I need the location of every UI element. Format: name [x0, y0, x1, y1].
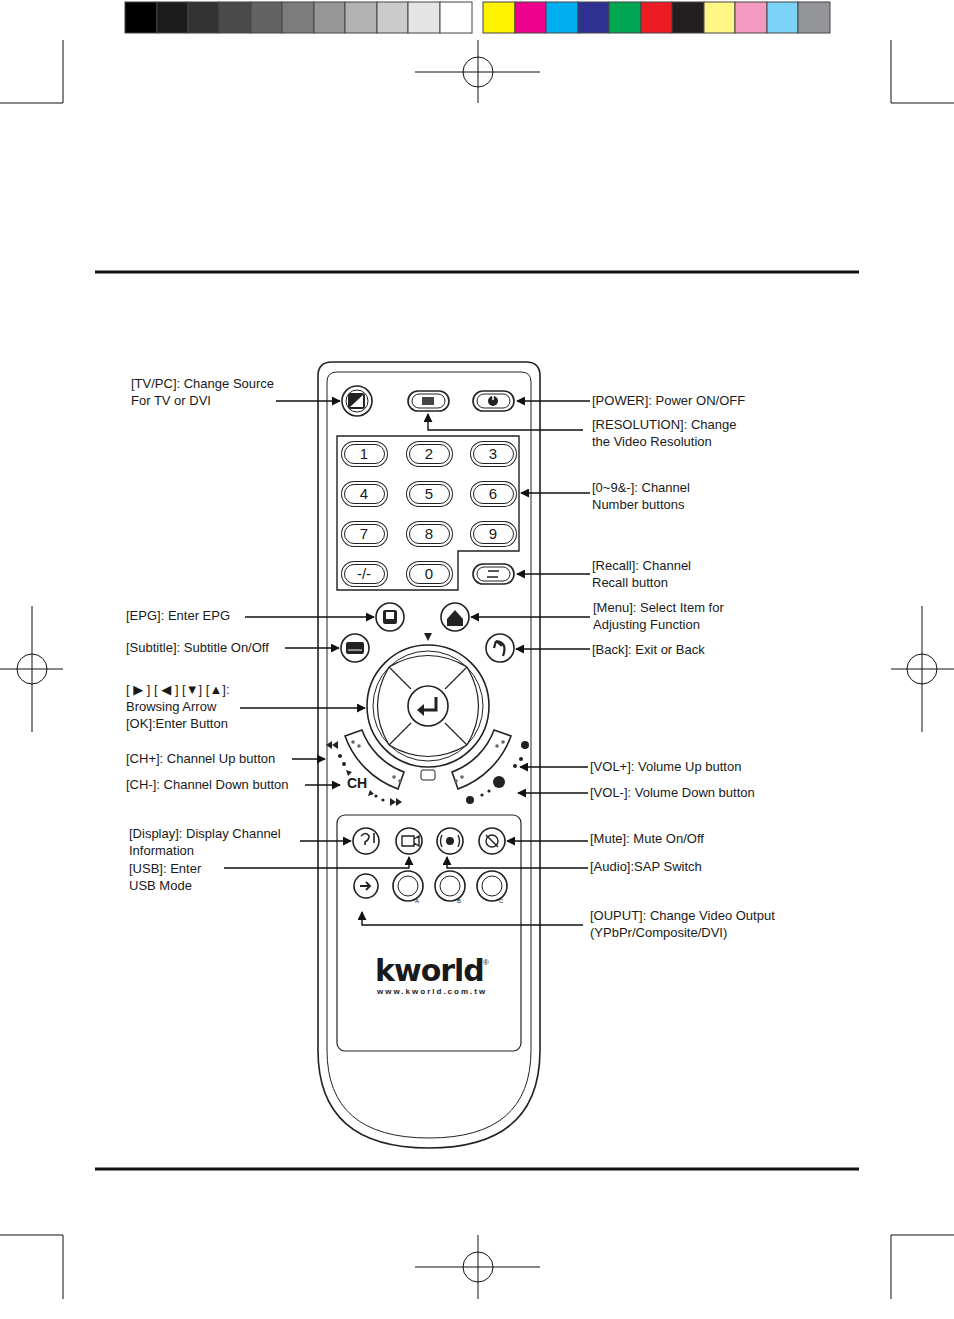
- jack-letter: C: [499, 897, 509, 905]
- number-button: 0: [409, 564, 450, 584]
- callout-label: [EPG]: Enter EPG: [126, 607, 256, 624]
- number-button: 7: [344, 524, 385, 544]
- jack-letter: B: [457, 897, 467, 905]
- leader-line: [224, 401, 590, 925]
- button-digit: 5: [425, 486, 433, 502]
- callout-label: [USB]: Enter USB Mode: [129, 860, 224, 894]
- button-digit: 1: [360, 446, 368, 462]
- callout-label: [Recall]: Channel Recall button: [592, 557, 714, 591]
- callout-label: [TV/PC]: Change Source For TV or DVI: [131, 375, 276, 409]
- callout-label: [VOL+]: Volume Up button: [590, 758, 790, 775]
- callout-label: [CH+]: Channel Up button: [126, 750, 301, 767]
- ch-mark: CH: [347, 774, 377, 792]
- callout-label: [Audio]:SAP Switch: [590, 858, 790, 875]
- number-button: 4: [344, 484, 385, 504]
- button-digit: 8: [425, 526, 433, 542]
- button-digit: 9: [489, 526, 497, 542]
- callout-label: [Menu]: Select Item for Adjusting Functi…: [593, 599, 751, 633]
- number-button: 1: [344, 444, 385, 464]
- number-button: 6: [473, 484, 514, 504]
- buttons: [337, 386, 519, 901]
- rule: [95, 272, 859, 1169]
- number-button: 5: [409, 484, 450, 504]
- callout-label: [CH-]: Channel Down button: [126, 776, 316, 793]
- button-digit: -/-: [357, 566, 371, 582]
- callout-label: [VOL-]: Volume Down button: [590, 784, 790, 801]
- number-button: 2: [409, 444, 450, 464]
- callout-label: [RESOLUTION]: Change the Video Resolutio…: [592, 416, 752, 450]
- callout-label: [OK]:Enter Button: [126, 715, 286, 732]
- ch-vol-marks: [326, 740, 529, 806]
- button-digit: 3: [489, 446, 497, 462]
- color-bar: [125, 2, 830, 33]
- number-button: 9: [473, 524, 514, 544]
- number-button: -/-: [344, 564, 385, 584]
- remote-body: [318, 362, 540, 1148]
- registered-mark: ®: [483, 958, 495, 968]
- callout-label: [Back]: Exit or Back: [592, 641, 792, 658]
- callout-label: [Display]: Display Channel Information: [129, 825, 307, 859]
- callout-label: [0~9&-]: Channel Number buttons: [592, 479, 712, 513]
- brand-url: www.kworld.com.tw: [377, 987, 497, 997]
- callout-label: [OUPUT]: Change Video Output (YPbPr/Comp…: [590, 907, 795, 941]
- jack-letter: A: [415, 897, 425, 905]
- callout-label: [Mute]: Mute On/Off: [590, 830, 790, 847]
- number-button: 8: [409, 524, 450, 544]
- callout-label: [ ▶ ] [ ◀ ] [▼] [▲]: Browsing Arrow: [126, 681, 256, 715]
- number-button: 3: [473, 444, 514, 464]
- brand-logo: kworld: [375, 951, 495, 990]
- button-digit: 7: [360, 526, 368, 542]
- button-digit: 4: [360, 486, 368, 502]
- button-digit: 2: [425, 446, 433, 462]
- crop-marks: [0, 40, 954, 1299]
- button-digit: 6: [489, 486, 497, 502]
- button-digit: 0: [425, 566, 433, 582]
- callout-label: [Subtitle]: Subtitle On/Off: [126, 639, 296, 656]
- callout-label: [POWER]: Power ON/OFF: [592, 392, 792, 409]
